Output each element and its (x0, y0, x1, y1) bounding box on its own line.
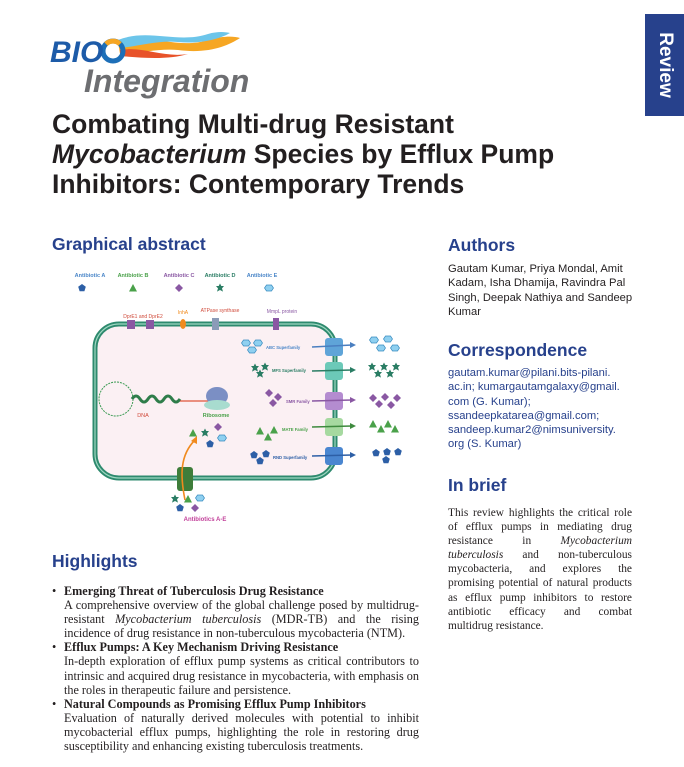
protein-label-atpase: ATPase synthase (201, 308, 240, 314)
in-brief-heading: In brief (448, 475, 507, 495)
pump-label-rnd: RND Superfamily (273, 455, 308, 460)
highlight-body: In-depth exploration of efflux pump syst… (64, 654, 419, 697)
authors-list: Gautam Kumar, Priya Mondal, Amit Kadam, … (448, 263, 633, 318)
in-brief-pre: This review highlights the critical role… (448, 507, 632, 548)
legend-antibiotic-e: Antibiotic E (247, 273, 278, 279)
title-line-1: Combating Multi-drug Resistant (52, 109, 454, 139)
correspondence-line[interactable]: sandeep.kumar2@nimsuniversity. (448, 424, 616, 437)
triangle-icon (129, 284, 137, 292)
abc-pump (325, 338, 343, 356)
graphical-abstract-heading: Graphical abstract (52, 234, 206, 254)
pump-label-mate: MATE Family (282, 427, 309, 432)
pentagon-icon (78, 284, 86, 292)
in-brief-text: This review highlights the critical role… (448, 506, 632, 633)
graphical-abstract-figure: Antibiotic A Antibiotic B Antibiotic C A… (75, 273, 402, 523)
highlights-heading: Highlights (52, 551, 138, 571)
entry-porin (177, 467, 193, 491)
dpre2-protein (146, 320, 154, 329)
highlight-item: Natural Compounds as Promising Efflux Pu… (52, 697, 419, 753)
review-label: Review (654, 32, 676, 98)
logo-integration-text: Integration (84, 63, 249, 99)
diamond-icon (175, 284, 183, 292)
correspondence-line[interactable]: gautam.kumar@pilani.bits-pilani. (448, 367, 611, 379)
correspondence-heading: Correspondence (448, 340, 588, 360)
dna-strand (130, 394, 182, 404)
highlight-body-end: (MDR-TB) and the rising incidence of dru… (64, 612, 419, 641)
pump-label-mfs: MFS Superfamily (272, 368, 307, 373)
highlight-body: A comprehensive overview of the global c… (64, 598, 419, 627)
in-brief-post: and non-tuberculous mycobacteria, and ex… (448, 549, 632, 632)
protein-label-inha: InhA (178, 310, 189, 316)
legend-antibiotic-a: Antibiotic A (75, 273, 106, 279)
pump-label-smr: SMR Family (286, 399, 310, 404)
correspondence-line[interactable]: ssandeepkatarea@gmail.com; (448, 409, 600, 422)
mmpl-protein (273, 318, 279, 330)
protein-label-mmpl: MmpL protein (267, 309, 298, 315)
correspondence-emails: gautam.kumar@pilani.bits-pilani. ac.in; … (448, 366, 638, 452)
article-title: Combating Multi-drug Resistant Mycobacte… (52, 109, 612, 199)
highlight-body: Evaluation of naturally derived molecule… (64, 710, 419, 754)
pump-label-abc: ABC Superfamily (266, 345, 301, 350)
title-line-2: Species by Efflux Pump (246, 139, 555, 169)
ribosome-label: Ribosome (203, 413, 230, 419)
highlight-body-italic: Mycobacterium tuberculosis (115, 612, 262, 627)
star-icon (216, 283, 224, 292)
correspondence-line[interactable]: com (G. Kumar); (448, 395, 531, 408)
dpre1-protein (127, 320, 135, 329)
correspondence-line[interactable]: org (S. Kumar) (448, 438, 522, 451)
atpase-protein (212, 318, 219, 330)
logo-bio-text: BIO (50, 36, 103, 69)
legend-antibiotic-b: Antibiotic B (118, 273, 149, 279)
highlights-list: Emerging Threat of Tuberculosis Drug Res… (52, 584, 419, 753)
in-brief-italic: Mycobacterium tuberculosis (448, 535, 632, 562)
highlight-title: Efflux Pumps: A Key Mechanism Driving Re… (64, 640, 339, 655)
authors-heading: Authors (448, 235, 516, 255)
legend-antibiotic-c: Antibiotic C (164, 273, 195, 279)
dna-label: DNA (137, 413, 149, 419)
bio-integration-logo: BIO Integration (48, 24, 278, 100)
title-italic-genus: Mycobacterium (52, 139, 247, 169)
legend-antibiotic-d: Antibiotic D (205, 273, 236, 279)
highlight-item: Efflux Pumps: A Key Mechanism Driving Re… (52, 640, 419, 696)
highlight-item: Emerging Threat of Tuberculosis Drug Res… (52, 584, 419, 640)
title-line-3: Inhibitors: Contemporary Trends (52, 169, 465, 199)
hexagon-icon (264, 284, 274, 292)
correspondence-line[interactable]: ac.in; kumargautamgalaxy@gmail. (448, 381, 620, 394)
antibiotic-legend: Antibiotic A Antibiotic B Antibiotic C A… (75, 273, 278, 292)
highlight-title: Natural Compounds as Promising Efflux Pu… (64, 696, 366, 711)
entry-arrow (181, 439, 196, 501)
highlight-title: Emerging Threat of Tuberculosis Drug Res… (64, 584, 324, 598)
protein-label-dpre: DprE1 and DprE2 (123, 314, 163, 320)
entry-label: Antibiotics A-E (184, 517, 227, 523)
review-tab: Review (645, 14, 684, 116)
inha-protein (180, 319, 186, 329)
